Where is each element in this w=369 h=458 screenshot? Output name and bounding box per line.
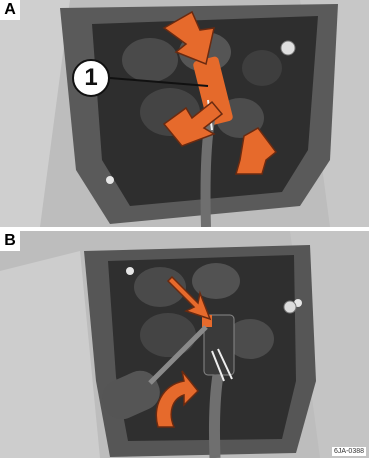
panel-b-drawing xyxy=(0,231,369,458)
bulb-holder-3 xyxy=(140,313,196,357)
screw-top-left xyxy=(126,267,134,275)
screw-right xyxy=(281,41,295,55)
panel-label-b: B xyxy=(0,231,20,251)
screw-right-head xyxy=(284,301,296,313)
callout-number-1: 1 xyxy=(72,59,110,97)
bulb-holder-5 xyxy=(242,50,282,86)
panel-label-a: A xyxy=(0,0,20,20)
illustration-panel-a: A 1 xyxy=(0,0,369,227)
figure-code: 6JA-0388 xyxy=(332,447,366,456)
illustration-panel-b: B 6JA-0388 xyxy=(0,231,369,458)
screw-left xyxy=(106,176,114,184)
bulb-holder-1 xyxy=(122,38,178,82)
panel-a-drawing xyxy=(0,0,369,227)
cable xyxy=(214,375,218,458)
